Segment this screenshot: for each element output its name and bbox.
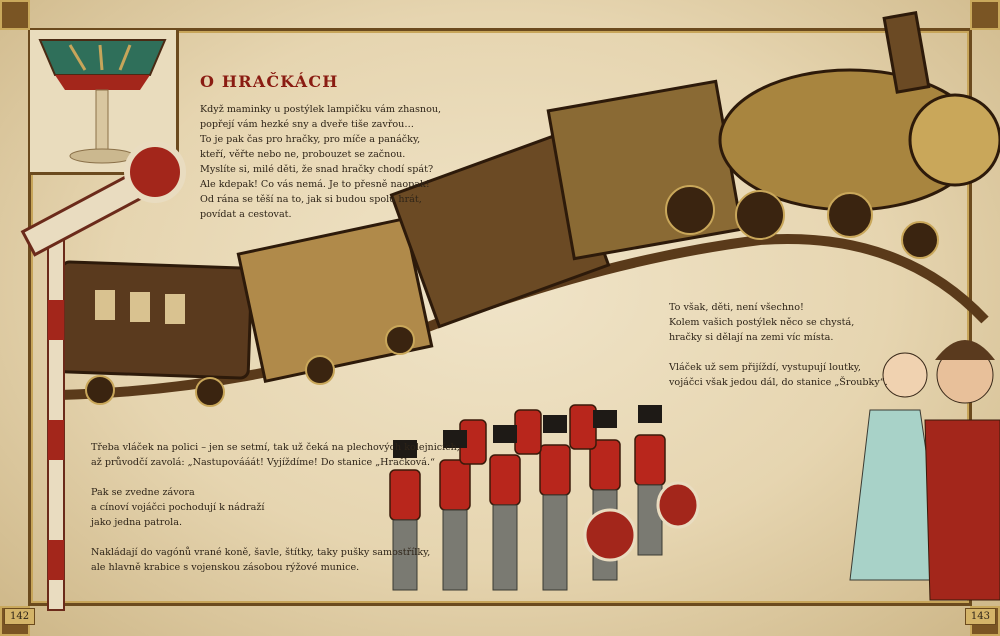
corner-ornament bbox=[970, 0, 1000, 30]
intro-paragraph: Když maminky u postýlek lampičku vám zha… bbox=[200, 104, 442, 220]
page-number-right: 143 bbox=[964, 608, 996, 625]
train-illustration bbox=[56, 11, 1000, 407]
puppets-illustration bbox=[849, 340, 1000, 601]
railway-signal-illustration bbox=[20, 141, 186, 611]
corner-ornament bbox=[0, 0, 30, 30]
page-number-left: 142 bbox=[4, 608, 36, 625]
chapter-title: O HRAČKÁCH bbox=[200, 72, 339, 91]
right-paragraph: To však, děti, není všechno! Kolem vašic… bbox=[669, 302, 888, 388]
tin-soldiers-illustration bbox=[389, 404, 700, 591]
left-bottom-paragraph: Třeba vláček na polici – jen se setmí, t… bbox=[91, 442, 460, 573]
page-frame bbox=[28, 28, 972, 606]
